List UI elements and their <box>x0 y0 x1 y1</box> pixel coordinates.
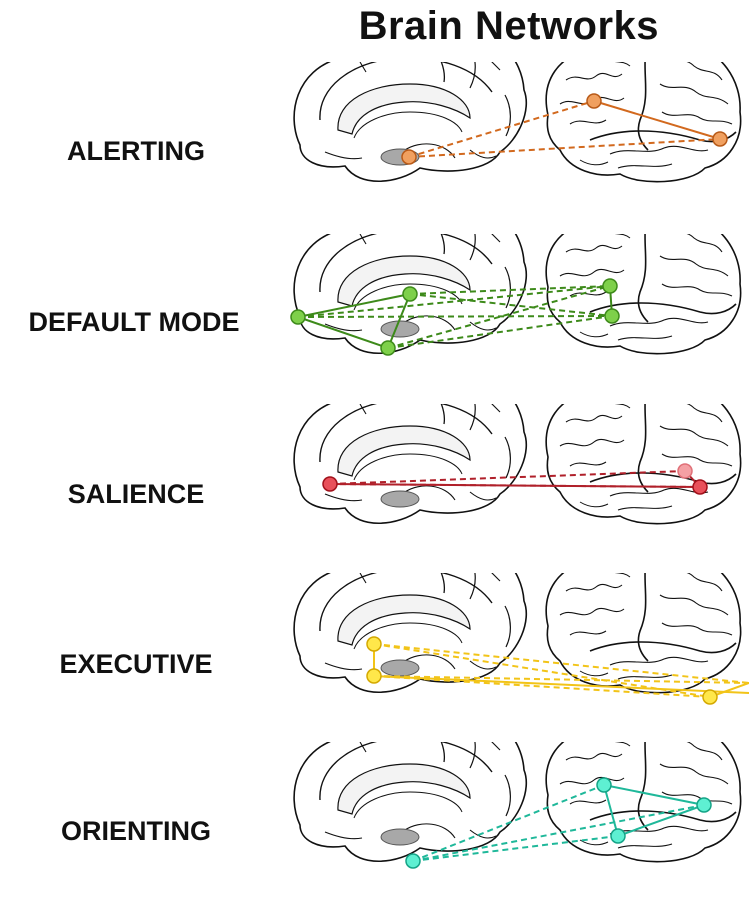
network-row-salience: SALIENCE <box>0 404 749 574</box>
network-node <box>610 828 626 844</box>
alerting-brain-diagram <box>293 62 742 183</box>
network-label-default-mode: DEFAULT MODE <box>28 307 240 337</box>
connection-line <box>593 100 721 140</box>
network-label-salience: SALIENCE <box>67 479 205 509</box>
figure-title: Brain Networks <box>358 4 659 48</box>
executive-nodes <box>366 636 718 705</box>
network-row-executive: EXECUTIVE <box>0 573 749 743</box>
connection-line <box>408 100 595 158</box>
default-mode-nodes <box>290 278 620 356</box>
connection-line <box>387 315 613 349</box>
network-label-alerting: ALERTING <box>67 136 205 166</box>
network-label-executive: EXECUTIVE <box>59 649 213 679</box>
network-node <box>712 131 728 147</box>
connection-line <box>329 483 701 488</box>
network-node <box>405 853 421 869</box>
connection-line <box>373 675 711 698</box>
medial-brain-illustration <box>293 742 528 863</box>
executive-connections <box>373 643 749 698</box>
network-node <box>596 777 612 793</box>
executive-brain-diagram <box>293 573 749 705</box>
connection-line <box>409 285 611 295</box>
network-node <box>604 308 620 324</box>
lateral-brain-illustration <box>545 404 742 525</box>
connection-line <box>373 675 749 694</box>
lateral-brain-illustration <box>545 742 742 863</box>
connection-line <box>297 315 613 318</box>
network-node <box>380 340 396 356</box>
network-node <box>692 479 708 495</box>
alerting-connections <box>408 100 721 158</box>
network-node <box>602 278 618 294</box>
connection-line <box>409 293 613 317</box>
connection-line <box>617 804 705 837</box>
orienting-nodes <box>405 777 712 869</box>
network-node <box>366 668 382 684</box>
lateral-brain-illustration <box>545 234 742 355</box>
connection-line <box>387 285 611 349</box>
network-node <box>290 309 306 325</box>
lateral-brain-illustration <box>545 62 742 183</box>
network-label-orienting: ORIENTING <box>60 816 211 846</box>
default-mode-brain-diagram <box>290 234 742 356</box>
connection-line <box>373 675 749 684</box>
network-node <box>696 797 712 813</box>
connection-line <box>373 643 749 684</box>
default-mode-connections <box>297 285 613 349</box>
connection-line <box>387 293 411 349</box>
network-node <box>401 149 417 165</box>
network-row-default-mode: DEFAULT MODE <box>0 234 749 404</box>
connection-line <box>412 835 619 862</box>
orienting-connections <box>412 784 705 862</box>
connection-line <box>412 784 605 862</box>
connection-line <box>408 138 721 158</box>
salience-brain-diagram <box>293 404 742 525</box>
connection-line <box>297 316 389 349</box>
medial-brain-illustration <box>293 404 528 525</box>
salience-nodes <box>322 463 708 495</box>
connection-line <box>297 293 411 318</box>
network-row-alerting: ALERTING <box>0 62 749 232</box>
medial-brain-illustration <box>293 573 528 694</box>
network-node <box>586 93 602 109</box>
network-node <box>677 463 693 479</box>
connection-line <box>603 784 619 837</box>
network-node <box>402 286 418 302</box>
network-row-orienting: ORIENTING <box>0 742 749 912</box>
alerting-nodes <box>401 93 728 165</box>
connection-line <box>603 784 705 806</box>
orienting-brain-diagram <box>293 742 742 869</box>
connection-line <box>297 285 611 318</box>
network-node <box>702 689 718 705</box>
network-node <box>366 636 382 652</box>
network-node <box>322 476 338 492</box>
